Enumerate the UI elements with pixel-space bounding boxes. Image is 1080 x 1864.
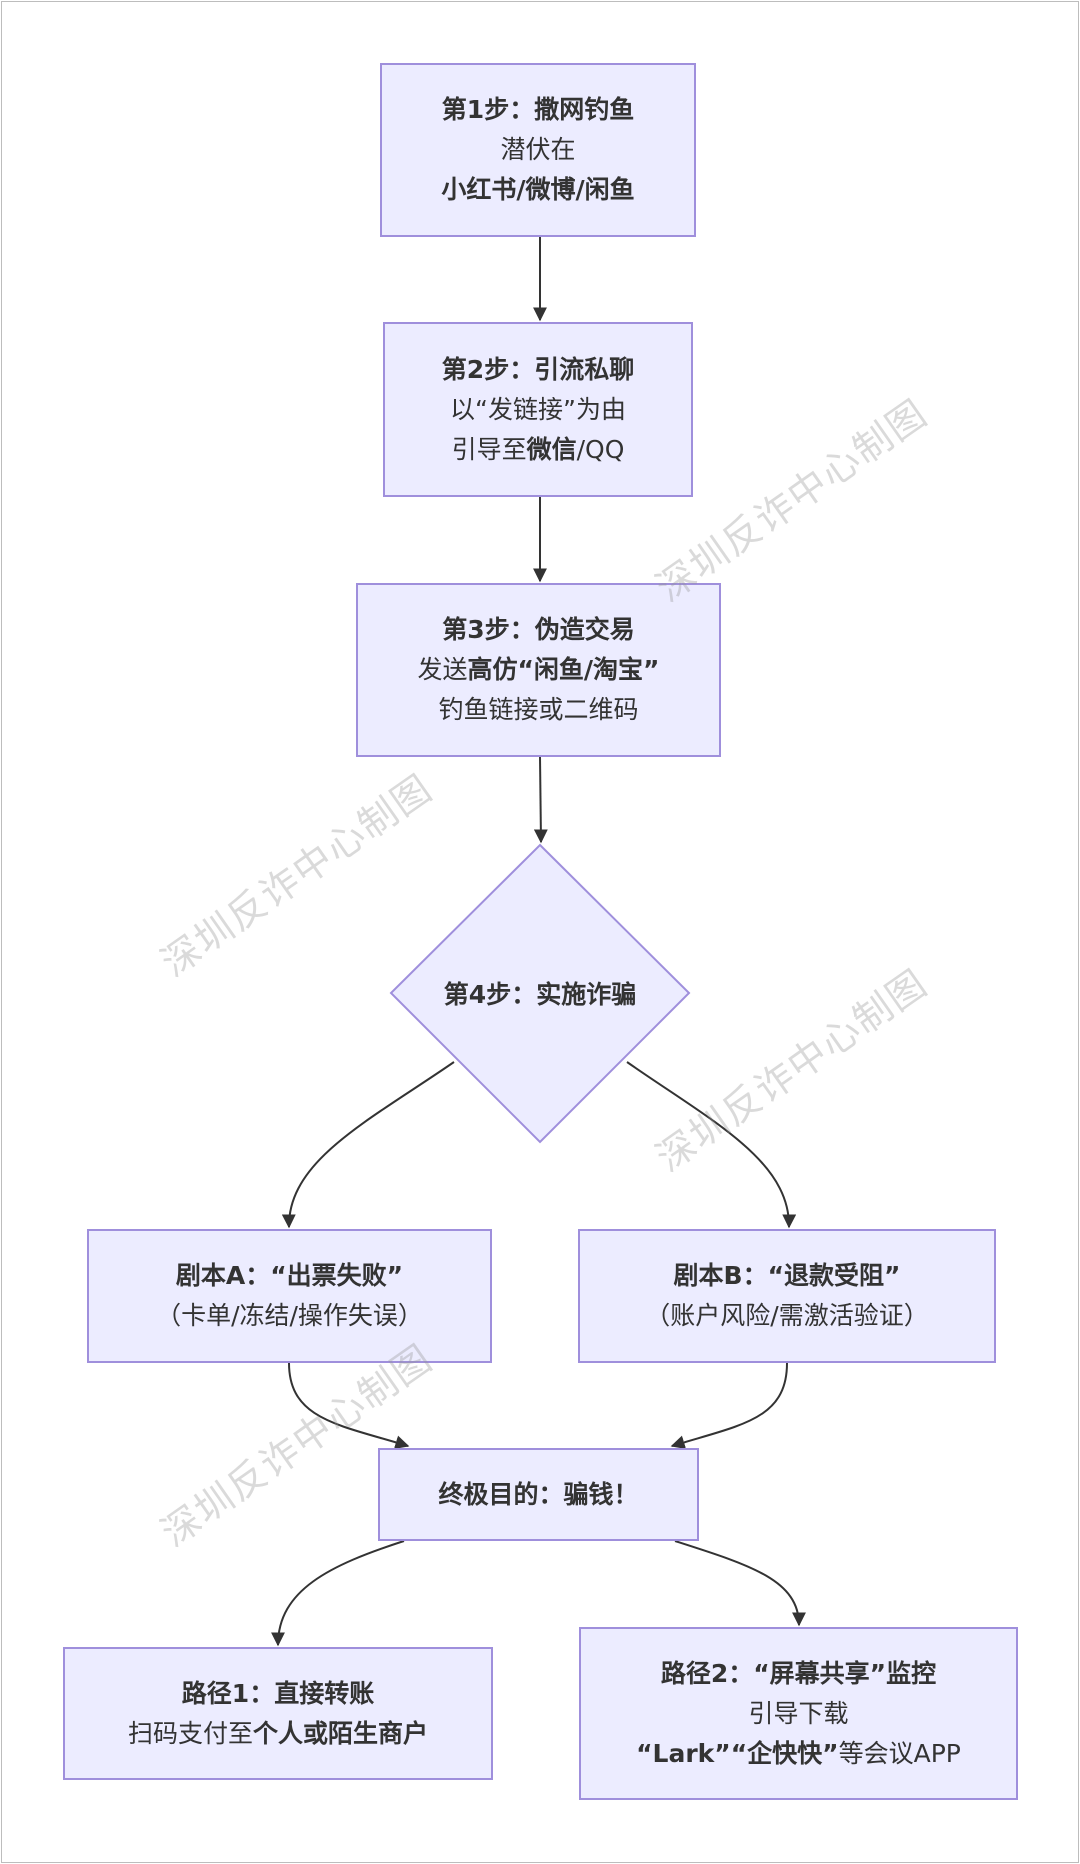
bold-text: 剧本A：“出票失败”	[175, 1261, 404, 1290]
text: 潜伏在	[500, 135, 576, 164]
node-line: 终极目的：骗钱！	[438, 1475, 638, 1515]
text: （账户风险/需激活验证）	[645, 1301, 929, 1330]
node-path2: 路径2：“屏幕共享”监控引导下载 “Lark”“企快快”等会议APP	[579, 1627, 1018, 1800]
node-line: 剧本B：“退款受阻”	[674, 1256, 901, 1296]
node-line: 发送高仿“闲鱼/淘宝”	[417, 650, 659, 690]
text: 引导至	[451, 434, 527, 464]
node-line: “Lark”“企快快”等会议APP	[636, 1734, 961, 1774]
node-line: 路径1：直接转账	[182, 1674, 374, 1714]
node-line: （卡单/冻结/操作失误）	[156, 1296, 423, 1336]
edge-scriptB-goal	[670, 1362, 788, 1449]
text: 以“发链接”为由	[450, 394, 626, 424]
bold-text: 微信	[526, 434, 577, 464]
edge-step4-scriptB	[626, 1061, 797, 1229]
bold-text: 高仿“闲鱼/淘宝”	[467, 655, 660, 684]
node-script-a: 剧本A：“出票失败” （卡单/冻结/操作失误）	[87, 1229, 492, 1363]
text: 等会议APP	[838, 1738, 961, 1768]
text: 钓鱼链接或二维码	[438, 695, 639, 724]
edge-goal-path2	[674, 1540, 806, 1627]
text: （卡单/冻结/操作失误）	[156, 1301, 423, 1330]
bold-text: 第3步：伪造交易	[442, 615, 635, 644]
node-line: 第2步：引流私聊	[442, 350, 634, 390]
node-line: 路径2：“屏幕共享”监控	[661, 1654, 936, 1694]
bold-text: 小红书/微博/闲鱼	[441, 175, 635, 204]
node-line: 引导下载	[748, 1694, 848, 1734]
node-step3: 第3步：伪造交易发送高仿“闲鱼/淘宝” 钓鱼链接或二维码	[356, 583, 721, 757]
node-line: 钓鱼链接或二维码	[438, 690, 638, 730]
node-line: （账户风险/需激活验证）	[645, 1296, 928, 1336]
text: 扫码支付至	[127, 1718, 253, 1748]
node-line: 以“发链接”为由	[450, 390, 626, 430]
text: 发送	[417, 655, 468, 684]
bold-text: 剧本B：“退款受阻”	[673, 1261, 901, 1290]
bold-text: 第2步：引流私聊	[441, 354, 635, 384]
bold-text: 个人或陌生商户	[253, 1718, 429, 1748]
bold-text: 第1步：撒网钓鱼	[441, 95, 635, 124]
text: 引导下载	[748, 1698, 849, 1728]
text: /QQ	[576, 434, 625, 464]
node-line: 第1步：撒网钓鱼	[442, 90, 634, 130]
edge-goal-path1	[271, 1540, 405, 1647]
bold-text: 终极目的：骗钱！	[438, 1479, 639, 1509]
edge-step4-scriptA	[281, 1061, 455, 1229]
node-line: 潜伏在	[500, 130, 575, 170]
bold-text: “Lark”“企快快”	[636, 1738, 839, 1768]
node-script-b: 剧本B：“退款受阻” （账户风险/需激活验证）	[578, 1229, 996, 1363]
node-line: 剧本A：“出票失败”	[176, 1256, 403, 1296]
node-step1: 第1步：撒网钓鱼潜伏在小红书/微博/闲鱼	[380, 63, 696, 237]
edge-scriptA-goal	[288, 1362, 410, 1449]
node-line: 扫码支付至个人或陌生商户	[128, 1714, 428, 1754]
edge-step3-step4	[533, 756, 548, 844]
node-line: 第3步：伪造交易	[442, 610, 634, 650]
node-step4-label: 第4步：实施诈骗	[443, 980, 637, 1009]
node-step2: 第2步：引流私聊以“发链接”为由引导至微信/QQ	[383, 322, 693, 497]
bold-text: 路径2：“屏幕共享”监控	[660, 1658, 937, 1688]
node-goal: 终极目的：骗钱！	[378, 1448, 699, 1541]
bold-text: 路径1：直接转账	[181, 1678, 375, 1708]
node-path1: 路径1：直接转账扫码支付至个人或陌生商户	[63, 1647, 493, 1780]
node-line: 小红书/微博/闲鱼	[441, 170, 634, 210]
decision-diamond	[389, 843, 691, 1144]
node-line: 引导至微信/QQ	[452, 430, 625, 470]
